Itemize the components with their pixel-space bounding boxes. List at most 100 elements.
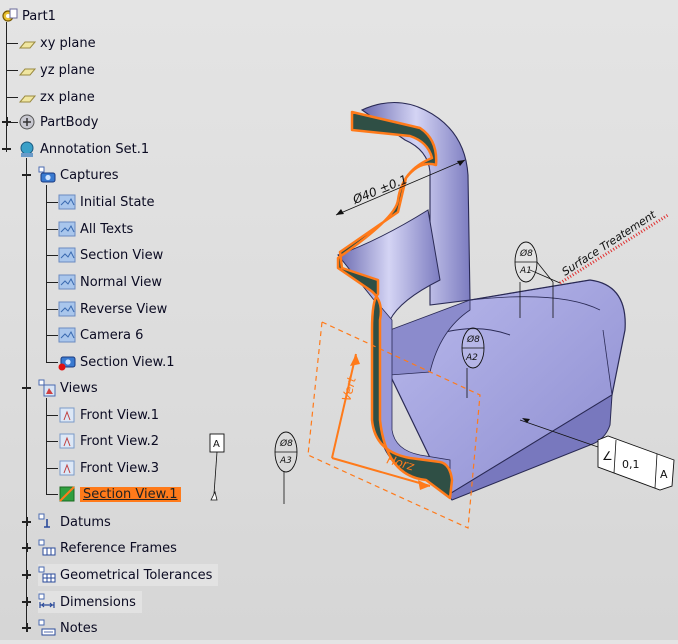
tree-item-capture-reverse-view[interactable]: Reverse View xyxy=(58,298,167,320)
tree-line xyxy=(46,398,47,494)
tree-item-label: yz plane xyxy=(40,62,95,78)
datum-icon xyxy=(38,513,50,528)
tree-item-reference-frames[interactable]: Reference Frames xyxy=(38,537,177,559)
specification-tree: Part1 xy plane yz plane zx plane PartBod… xyxy=(0,0,280,640)
view-plane-icon xyxy=(59,407,75,423)
tree-line xyxy=(46,494,58,495)
tree-item-label: Section View xyxy=(80,247,164,263)
capture-icon xyxy=(58,247,76,263)
partbody-icon xyxy=(19,114,35,130)
collapse-toggle-captures[interactable] xyxy=(21,169,32,180)
tree-item-label: Annotation Set.1 xyxy=(40,141,150,157)
tree-item-datums[interactable]: Datums xyxy=(38,511,111,533)
tree-line xyxy=(46,309,58,310)
section-view-icon xyxy=(59,486,75,502)
section-axes: Vert Horz xyxy=(331,353,431,490)
tree-item-label: PartBody xyxy=(40,114,99,130)
dimension-icon xyxy=(38,593,55,608)
tree-item-front-view-1[interactable]: Front View.1 xyxy=(58,404,159,426)
tree-item-views[interactable]: Views xyxy=(38,377,98,399)
tree-line xyxy=(46,441,58,442)
tree-item-label: Dimensions xyxy=(60,594,136,610)
surface-note-text: Surface Treatement xyxy=(560,208,659,279)
tree-item-partbody[interactable]: PartBody xyxy=(18,111,98,133)
capture-icon xyxy=(58,327,76,343)
active-camera-icon xyxy=(58,356,76,371)
tree-line xyxy=(46,202,58,203)
expand-toggle-reference-frames[interactable] xyxy=(21,542,32,553)
plane-icon xyxy=(18,41,36,49)
collapse-toggle-annotation-set[interactable] xyxy=(1,143,12,154)
capture-icon xyxy=(58,194,76,210)
expand-toggle-notes[interactable] xyxy=(21,622,32,633)
plane-icon xyxy=(18,95,36,103)
camera-icon xyxy=(38,166,56,183)
tree-line xyxy=(6,122,18,123)
capture-icon xyxy=(58,301,76,317)
expand-toggle-datums[interactable] xyxy=(21,516,32,527)
tree-line xyxy=(46,362,58,363)
view-plane-icon xyxy=(59,433,75,449)
geometric-tolerance-frame: ∠ 0,1 A xyxy=(519,418,675,491)
tree-item-label: Reverse View xyxy=(80,301,168,317)
tree-item-label: Datums xyxy=(60,514,111,530)
expand-toggle-partbody[interactable] xyxy=(1,116,12,127)
collapse-toggle-views[interactable] xyxy=(21,382,32,393)
tree-item-dimensions[interactable]: Dimensions xyxy=(38,591,142,613)
tree-line xyxy=(6,97,18,98)
part-gear-icon xyxy=(2,8,18,22)
tree-item-label: Captures xyxy=(60,167,119,183)
tree-line xyxy=(46,282,58,283)
tree-item-capture-normal-view[interactable]: Normal View xyxy=(58,271,162,293)
view-plane-icon xyxy=(59,460,75,476)
tree-line xyxy=(6,22,7,152)
tree-item-zx-plane[interactable]: zx plane xyxy=(18,86,95,108)
tolerance-datum: A xyxy=(660,468,668,481)
tree-item-capture-section-view-1[interactable]: Section View.1 xyxy=(58,351,175,373)
tree-item-label: Geometrical Tolerances xyxy=(60,567,213,583)
tree-line xyxy=(26,158,27,628)
views-icon xyxy=(38,379,56,397)
tree-line xyxy=(46,415,58,416)
tree-item-yz-plane[interactable]: yz plane xyxy=(18,59,95,81)
surface-note: Surface Treatement xyxy=(529,208,669,285)
annotation-set-icon xyxy=(20,141,34,157)
tree-item-label: xy plane xyxy=(40,35,96,51)
tree-item-label: Camera 6 xyxy=(80,327,144,343)
section-plane-frame xyxy=(307,321,481,529)
tree-line xyxy=(46,335,58,336)
tree-item-label: Front View.1 xyxy=(80,407,160,423)
tree-item-annotation-set[interactable]: Annotation Set.1 xyxy=(18,138,149,160)
target-a1-bottom: A1 xyxy=(519,266,532,276)
expand-toggle-geometrical-tolerances[interactable] xyxy=(21,569,32,580)
plane-icon xyxy=(18,68,36,76)
reference-frame-icon xyxy=(38,539,56,556)
tree-item-label: Section View.1 xyxy=(80,486,181,502)
tree-item-capture-section-view[interactable]: Section View xyxy=(58,244,163,266)
tree-item-capture-initial-state[interactable]: Initial State xyxy=(58,191,155,213)
tree-item-label: Front View.3 xyxy=(80,460,160,476)
tree-item-capture-camera-6[interactable]: Camera 6 xyxy=(58,324,143,346)
tree-line xyxy=(6,70,18,71)
datum-target-a1: Ø8 A1 xyxy=(514,241,554,318)
tree-item-xy-plane[interactable]: xy plane xyxy=(18,32,96,54)
tree-item-part1[interactable]: Part1 xyxy=(0,5,56,27)
tree-item-capture-all-texts[interactable]: All Texts xyxy=(58,218,133,240)
tree-item-captures[interactable]: Captures xyxy=(38,164,118,186)
datum-target-a2: Ø8 A2 xyxy=(461,327,485,398)
tree-item-notes[interactable]: Notes xyxy=(38,617,98,639)
expand-toggle-dimensions[interactable] xyxy=(21,596,32,607)
notes-icon xyxy=(38,619,56,636)
tree-item-section-view-1[interactable]: Section View.1 xyxy=(58,483,181,505)
tree-item-label: Reference Frames xyxy=(60,540,177,556)
tolerance-icon xyxy=(38,566,56,583)
capture-icon xyxy=(58,274,76,290)
tree-item-label: Views xyxy=(60,380,98,396)
tree-item-front-view-2[interactable]: Front View.2 xyxy=(58,430,159,452)
part-upright xyxy=(337,102,471,496)
tree-item-label: Normal View xyxy=(80,274,163,290)
tree-item-label: Section View.1 xyxy=(80,354,175,370)
part-base xyxy=(389,279,626,501)
tree-item-geometrical-tolerances[interactable]: Geometrical Tolerances xyxy=(38,564,219,586)
tree-item-front-view-3[interactable]: Front View.3 xyxy=(58,457,159,479)
